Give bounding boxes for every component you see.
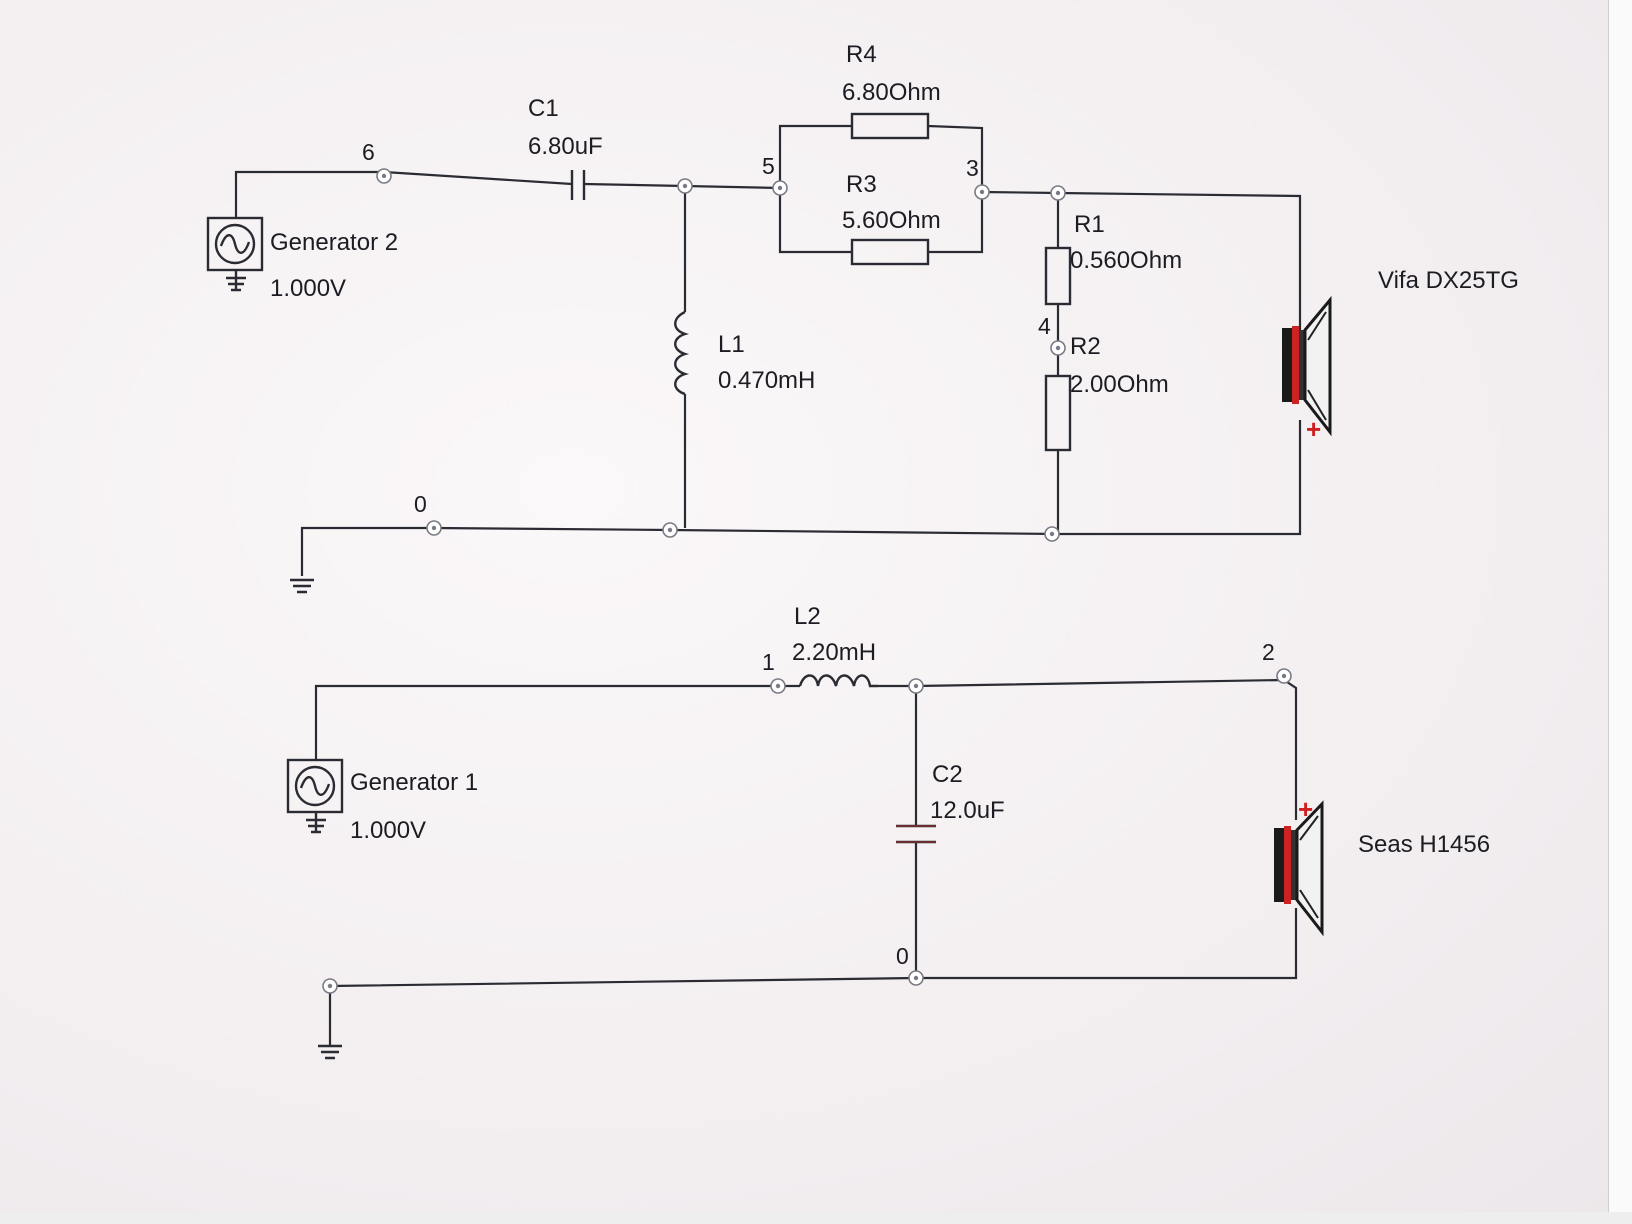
node-6-label: 6 — [362, 139, 375, 165]
wire — [927, 124, 984, 192]
resistor-r3 — [850, 238, 930, 266]
generator-1-name: Generator 1 — [350, 769, 478, 796]
c1-value: 6.80uF — [528, 133, 603, 160]
node-2-label: 2 — [1262, 639, 1275, 665]
l1-value: 0.470mH — [718, 367, 815, 394]
wire — [928, 192, 984, 254]
speaker-vifa-name: Vifa DX25TG — [1378, 267, 1519, 294]
node-l1-bottom[interactable] — [662, 522, 678, 538]
node-4[interactable] — [1050, 340, 1066, 356]
c1-ref: C1 — [528, 95, 559, 122]
r1-value: 0.560Ohm — [1070, 247, 1182, 274]
capacitor-c1 — [570, 170, 586, 200]
l2-value: 2.20mH — [792, 639, 876, 666]
node-1[interactable] — [770, 678, 786, 694]
resistor-r2 — [1044, 374, 1072, 452]
node-0-label-top: 0 — [414, 491, 427, 517]
r3-ref: R3 — [846, 171, 877, 198]
node-5[interactable] — [772, 180, 788, 196]
capacitor-c2 — [896, 824, 936, 844]
node-r2-bottom[interactable] — [1044, 526, 1060, 542]
generator-2-name: Generator 2 — [270, 229, 398, 256]
wire — [300, 420, 1302, 576]
generator-1-value: 1.000V — [350, 817, 426, 844]
generator-2-symbol — [206, 216, 264, 292]
l1-ref: L1 — [718, 331, 745, 358]
inductor-l2 — [798, 674, 878, 688]
node-4-label: 4 — [1038, 313, 1051, 339]
wire — [778, 188, 852, 254]
speaker-seas-icon — [1274, 800, 1324, 937]
node-0-bottom[interactable] — [908, 970, 924, 986]
wire — [314, 684, 800, 760]
c2-value: 12.0uF — [930, 797, 1005, 824]
taskbar-edge — [0, 1212, 1632, 1224]
polarity-plus: + — [1306, 414, 1321, 444]
node-3[interactable] — [974, 184, 990, 200]
tweeter-circuit: + Generator 2 1.000V 6 C1 6.80uF L1 0.47… — [206, 41, 1519, 594]
generator-2-value: 1.000V — [270, 275, 346, 302]
node-3-label: 3 — [966, 155, 979, 181]
node-1-label: 1 — [762, 649, 775, 675]
window-border — [1608, 0, 1632, 1224]
node-r1-top[interactable] — [1050, 185, 1066, 201]
ground-symbol — [318, 1044, 342, 1060]
speaker-vifa-icon — [1282, 295, 1332, 437]
node-0-label-bottom: 0 — [896, 943, 909, 969]
node-0-top[interactable] — [426, 520, 442, 536]
speaker-seas-name: Seas H1456 — [1358, 831, 1490, 858]
node-2[interactable] — [1276, 668, 1292, 684]
node-5-label: 5 — [762, 153, 775, 179]
r2-ref: R2 — [1070, 333, 1101, 360]
l2-ref: L2 — [794, 603, 821, 630]
wire — [328, 908, 1298, 1046]
wire — [981, 190, 1302, 330]
r3-value: 5.60Ohm — [842, 207, 941, 234]
r1-ref: R1 — [1074, 211, 1105, 238]
node-l2-c2[interactable] — [908, 678, 924, 694]
woofer-circuit: + Generator 1 1.000V 1 L2 2.20mH C2 12.0… — [286, 603, 1490, 1060]
node-6[interactable] — [376, 168, 392, 184]
r4-value: 6.80Ohm — [842, 79, 941, 106]
node-ground-left[interactable] — [322, 978, 338, 994]
r4-ref: R4 — [846, 41, 877, 68]
generator-1-symbol — [286, 758, 344, 834]
polarity-plus: + — [1298, 794, 1313, 824]
wire — [234, 170, 573, 218]
resistor-r4 — [850, 112, 930, 140]
node-c1-l1[interactable] — [677, 178, 693, 194]
resistor-r1 — [1044, 246, 1072, 306]
wire — [778, 124, 852, 188]
inductor-l1 — [674, 310, 690, 396]
ground-symbol — [290, 578, 314, 594]
c2-ref: C2 — [932, 761, 963, 788]
r2-value: 2.00Ohm — [1070, 371, 1169, 398]
